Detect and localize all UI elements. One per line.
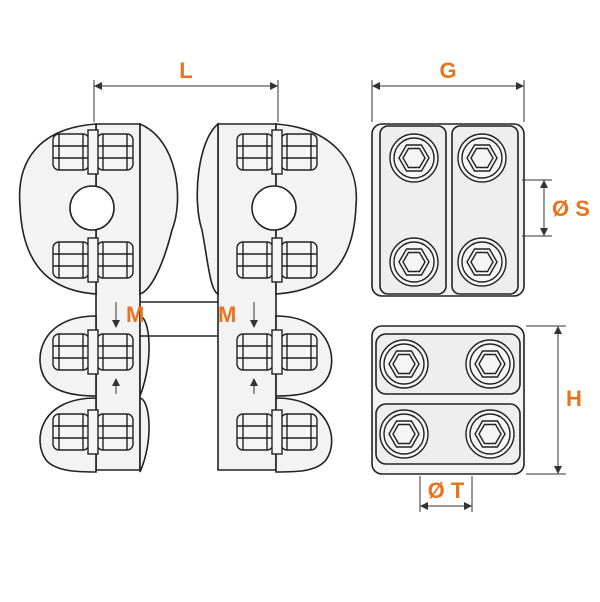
label-s: Ø S [552, 196, 590, 221]
m-dimension-right [250, 302, 258, 394]
m-dimension-left [112, 302, 120, 394]
bridge-link [140, 301, 218, 337]
front-view-clamp [371, 123, 525, 475]
label-l: L [179, 58, 192, 83]
label-h: H [566, 386, 582, 411]
t-dimension [419, 476, 473, 512]
side-view-clamp-right [196, 122, 358, 473]
side-view-clamp-left [18, 122, 179, 473]
label-g: G [439, 58, 456, 83]
label-m-right: M [218, 302, 236, 327]
label-m-left: M [126, 302, 144, 327]
g-dimension [371, 80, 525, 122]
label-t: Ø T [428, 478, 465, 503]
l-dimension [93, 80, 279, 122]
s-dimension [522, 179, 552, 237]
h-dimension [526, 325, 566, 475]
